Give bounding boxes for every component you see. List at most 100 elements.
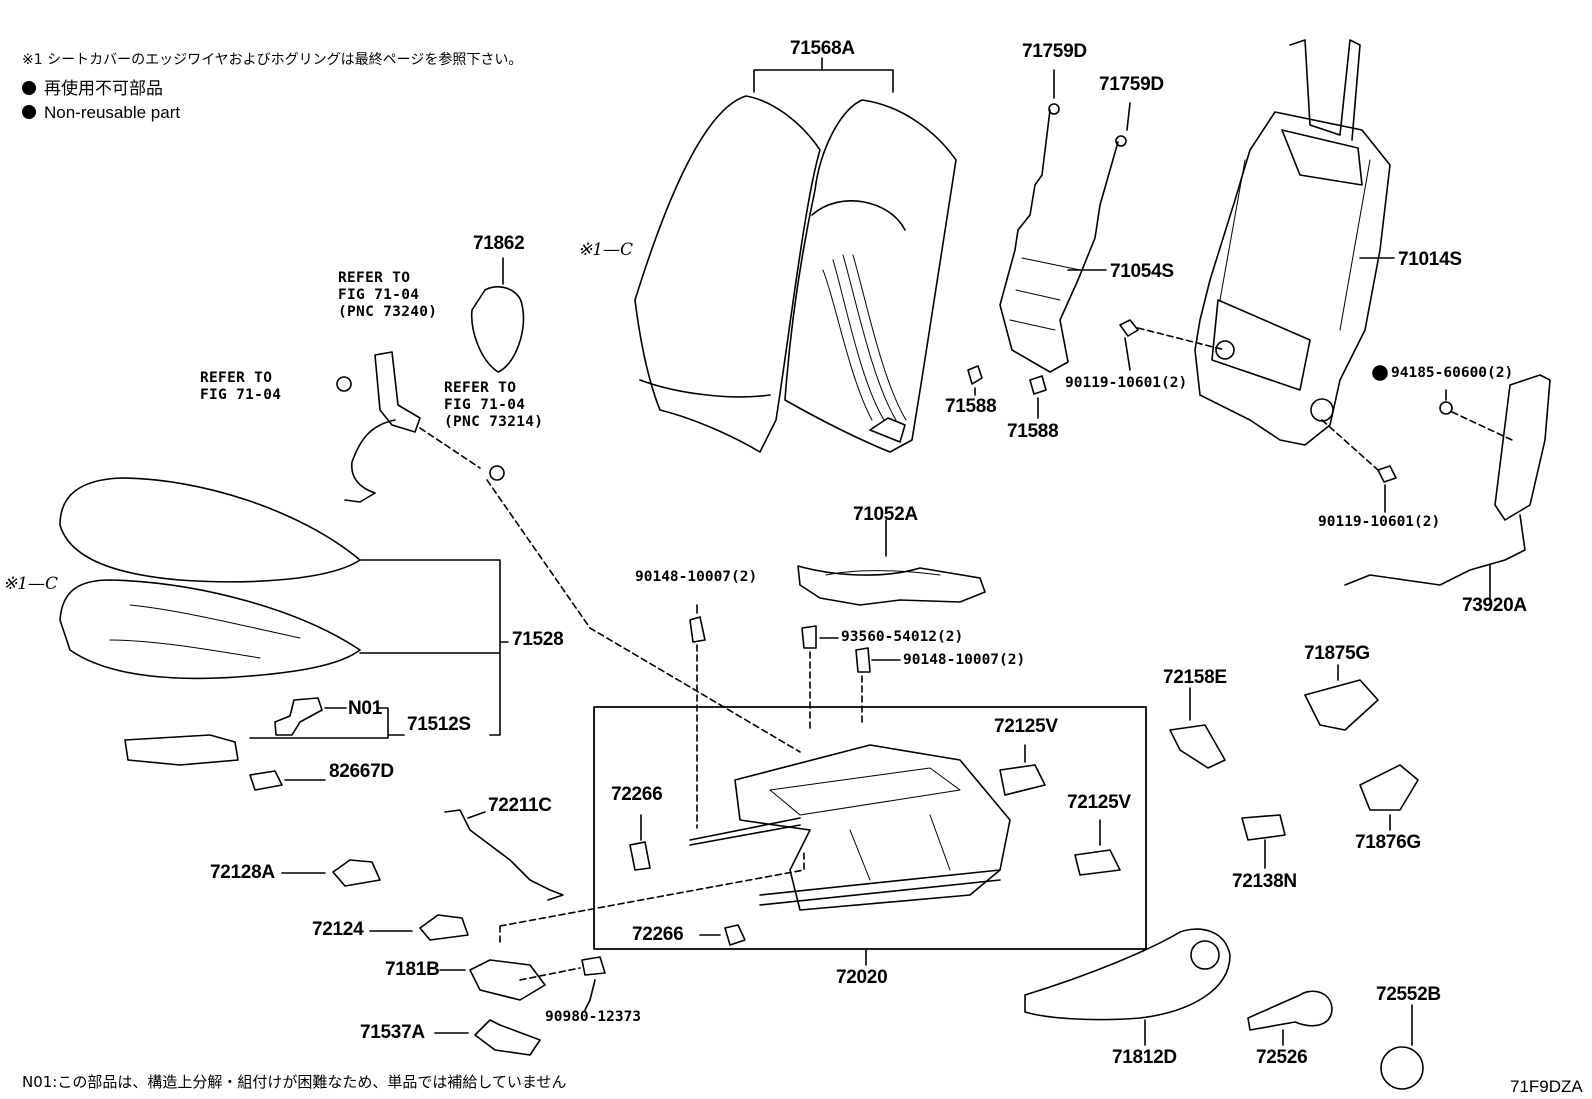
leader-71512S	[249, 707, 405, 739]
part-71875G-drawing	[1304, 679, 1379, 731]
bolt-90148-a	[689, 616, 706, 643]
part-72526-drawing	[1247, 990, 1333, 1031]
seatbelt-buckle-drawing	[336, 351, 505, 503]
part-71014S-drawing	[1194, 39, 1391, 446]
part-72211C-drawing	[444, 809, 564, 901]
label-71862: 71862	[473, 233, 525, 254]
part-82667D-drawing	[249, 770, 283, 791]
leader-90980	[584, 979, 596, 1011]
leader-71528	[359, 559, 509, 736]
part-71812D-drawing	[1024, 928, 1231, 1021]
label-7181B: 7181B	[385, 959, 440, 980]
label-71052A: 71052A	[853, 504, 918, 525]
part-71052A-drawing	[797, 565, 986, 606]
frame-group-box	[593, 706, 1147, 950]
label-72020: 72020	[836, 967, 888, 988]
label-71588-a: 71588	[945, 396, 997, 417]
legend-en-text: Non-reusable part	[44, 103, 181, 122]
part-71512S-drawing	[124, 734, 239, 766]
part-N01-drawing	[274, 697, 323, 736]
label-71528: 71528	[512, 629, 564, 650]
label-71014S: 71014S	[1398, 249, 1462, 270]
label-71054S: 71054S	[1110, 261, 1174, 282]
label-93560: 93560-54012(2)	[841, 629, 964, 645]
label-82667D: 82667D	[329, 761, 394, 782]
refer-to-fig-71-04: REFER TO FIG 71-04	[200, 370, 282, 403]
non-reusable-marker	[1372, 365, 1388, 381]
part-72128A-drawing	[332, 859, 381, 887]
part-72020-drawing	[689, 744, 1011, 911]
legend-jp-text: 再使用不可部品	[44, 79, 163, 98]
asterisk-note-cushion: ※1—C	[3, 574, 59, 594]
label-72125V-b: 72125V	[1067, 792, 1131, 813]
label-72128A: 72128A	[210, 862, 275, 883]
part-71876G-drawing	[1359, 764, 1419, 811]
leader-72211C	[467, 811, 486, 819]
label-71812D: 71812D	[1112, 1047, 1177, 1068]
leader-90119-a	[1124, 337, 1131, 371]
legend-non-reusable-en: Non-reusable part	[22, 104, 180, 121]
label-72266-a: 72266	[611, 784, 663, 805]
label-90119-a: 90119-10601(2)	[1065, 375, 1188, 391]
seat-cushion-drawing	[59, 477, 361, 680]
label-71588-b: 71588	[1007, 421, 1059, 442]
non-reusable-dot-icon	[22, 81, 36, 95]
label-N01: N01	[348, 698, 382, 719]
label-73920A: 73920A	[1462, 595, 1527, 616]
leader-71759D-b	[1126, 102, 1131, 131]
asterisk-note-seatback: ※1—C	[578, 240, 634, 260]
label-72211C: 72211C	[488, 795, 552, 816]
refer-to-fig-pnc-73240: REFER TO FIG 71-04 (PNC 73240)	[338, 270, 438, 320]
figure-code: 71F9DZA	[1510, 1077, 1583, 1096]
part-71054S-drawing	[999, 103, 1127, 373]
legend-non-reusable-jp: 再使用不可部品	[22, 80, 163, 97]
part-71537A-drawing	[474, 1019, 541, 1056]
label-71759D-b: 71759D	[1099, 74, 1164, 95]
part-71588-b-drawing	[1029, 375, 1047, 395]
label-72158E: 72158E	[1163, 667, 1227, 688]
label-71876G: 71876G	[1355, 832, 1421, 853]
top-note: ※1 シートカバーのエッジワイヤおよびホグリングは最終ページを参照下さい。	[22, 52, 523, 68]
label-94185: 94185-60600(2)	[1391, 365, 1514, 381]
seatback-cover-drawing	[634, 95, 957, 453]
part-72266-a-drawing	[629, 841, 651, 871]
label-72266-b: 72266	[632, 924, 684, 945]
part-72125V-b-drawing	[1074, 849, 1121, 876]
label-71568A: 71568A	[790, 38, 855, 59]
part-72552B-drawing	[1380, 1046, 1424, 1090]
label-90148-a: 90148-10007(2)	[635, 569, 758, 585]
label-72124: 72124	[312, 919, 364, 940]
label-71759D-a: 71759D	[1022, 41, 1087, 62]
bolt-93560	[801, 625, 817, 649]
dash-lever-to-frame	[499, 849, 805, 945]
part-72124-drawing	[419, 914, 469, 941]
part-71862-drawing	[470, 286, 525, 373]
label-72125V-a: 72125V	[994, 716, 1058, 737]
part-72158E-drawing	[1169, 724, 1226, 769]
part-72138N-drawing	[1241, 814, 1286, 841]
bolt-90119-b	[1377, 465, 1397, 483]
part-7181B-drawing	[469, 959, 546, 1001]
label-72526: 72526	[1256, 1047, 1308, 1068]
leader-71568A	[753, 57, 894, 93]
bottom-note: N01:この部品は、構造上分解・組付けが困難なため、単品では補給していません	[22, 1073, 567, 1091]
label-90148-b: 90148-10007(2)	[903, 652, 1026, 668]
dash-buckle-to-frame	[486, 479, 801, 753]
label-71875G: 71875G	[1304, 643, 1370, 664]
label-71537A: 71537A	[360, 1022, 425, 1043]
label-90119-b: 90119-10601(2)	[1318, 514, 1441, 530]
part-90980-drawing	[581, 956, 606, 976]
non-reusable-dot-icon	[22, 105, 36, 119]
label-90980: 90980-12373	[545, 1009, 642, 1025]
part-72125V-a-drawing	[999, 764, 1046, 796]
part-72266-b-drawing	[724, 924, 746, 946]
label-72552B: 72552B	[1376, 984, 1441, 1005]
bolt-90148-b	[855, 647, 871, 673]
part-71588-a-drawing	[967, 365, 983, 385]
label-72138N: 72138N	[1232, 871, 1297, 892]
part-73920A-drawing	[1344, 374, 1551, 586]
label-71512S: 71512S	[407, 714, 471, 735]
nut-94185	[1439, 401, 1453, 415]
